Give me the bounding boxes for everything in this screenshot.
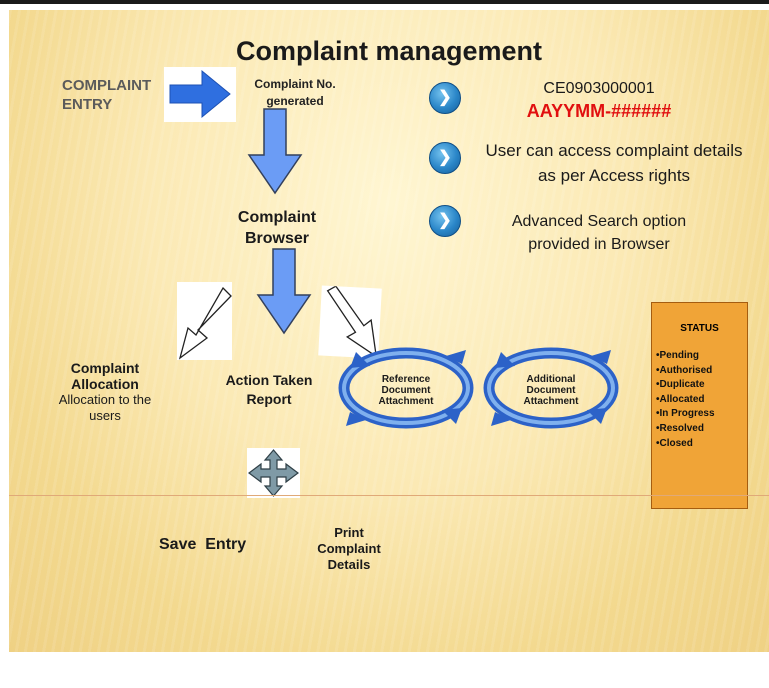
status-item: •Resolved (656, 422, 704, 434)
action-taken-report-label: Action Taken Report (225, 372, 313, 407)
status-item: •Authorised (656, 364, 713, 376)
complaint-browser-label: Complaint Browser (237, 209, 317, 247)
reference-document-label: Reference Document Attachment (378, 374, 434, 407)
status-item: •Pending (656, 350, 699, 361)
chevron-right-icon: ❯ (429, 82, 461, 114)
top-border (0, 0, 769, 4)
status-item: •Closed (656, 437, 693, 449)
print-complaint-details-label: Print Complaint Details (317, 525, 381, 572)
info-line: as per Access rights (537, 166, 691, 185)
complaint-number-format: AAYYMM-###### (526, 101, 672, 121)
status-item: •Duplicate (656, 379, 705, 391)
cycle-arrows-icon (483, 347, 619, 429)
info-line: Advanced Search option (511, 213, 687, 230)
slide: Complaint management COMPLAINT ENTRY Com… (9, 10, 769, 652)
info-line: User can access complaint details (485, 141, 743, 160)
complaint-number-example: CE0903000001 (543, 80, 655, 97)
diagonal-arrow-icon (178, 286, 232, 360)
chevron-right-icon: ❯ (429, 142, 461, 174)
down-arrow-icon (246, 107, 304, 197)
chevron-right-icon: ❯ (429, 205, 461, 237)
info-line: provided in Browser (528, 236, 670, 253)
additional-document-cycle (481, 344, 621, 434)
status-list: •Pending •Authorised •Duplicate •Allocat… (652, 349, 747, 451)
diagonal-arrow-box-right (318, 285, 382, 359)
slide-title: Complaint management (235, 36, 543, 66)
diagonal-arrow-icon (326, 285, 378, 358)
complaint-allocation-subtitle: Allocation to the users (58, 392, 152, 423)
divider-line (9, 495, 769, 496)
complaint-allocation-title: Complaint Allocation (70, 360, 140, 392)
entry-arrow-box (164, 67, 236, 122)
status-item: •In Progress (656, 408, 715, 420)
info-item-1: CE0903000001 AAYYMM-###### (479, 77, 719, 123)
additional-document-label: Additional Document Attachment (523, 374, 579, 407)
complaint-allocation: Complaint Allocation Allocation to the u… (51, 360, 159, 424)
status-item: •Allocated (656, 393, 705, 405)
move-arrows-box (247, 448, 300, 498)
right-arrow-icon (169, 69, 231, 119)
status-panel: STATUS •Pending •Authorised •Duplicate •… (651, 302, 748, 509)
move-arrows-icon (248, 449, 299, 497)
status-heading: STATUS (680, 323, 719, 334)
down-arrow-icon (255, 247, 313, 337)
complaint-number-label: Complaint No. generated (254, 77, 336, 108)
info-item-2: User can access complaint details as per… (464, 138, 764, 188)
reference-document-cycle (336, 344, 476, 434)
save-entry-label: Save Entry (159, 536, 247, 553)
diagonal-arrow-box-left (177, 282, 232, 360)
info-item-3: Advanced Search option provided in Brows… (479, 210, 719, 256)
complaint-entry-label: COMPLAINT ENTRY (62, 77, 152, 113)
cycle-arrows-icon (338, 347, 474, 429)
